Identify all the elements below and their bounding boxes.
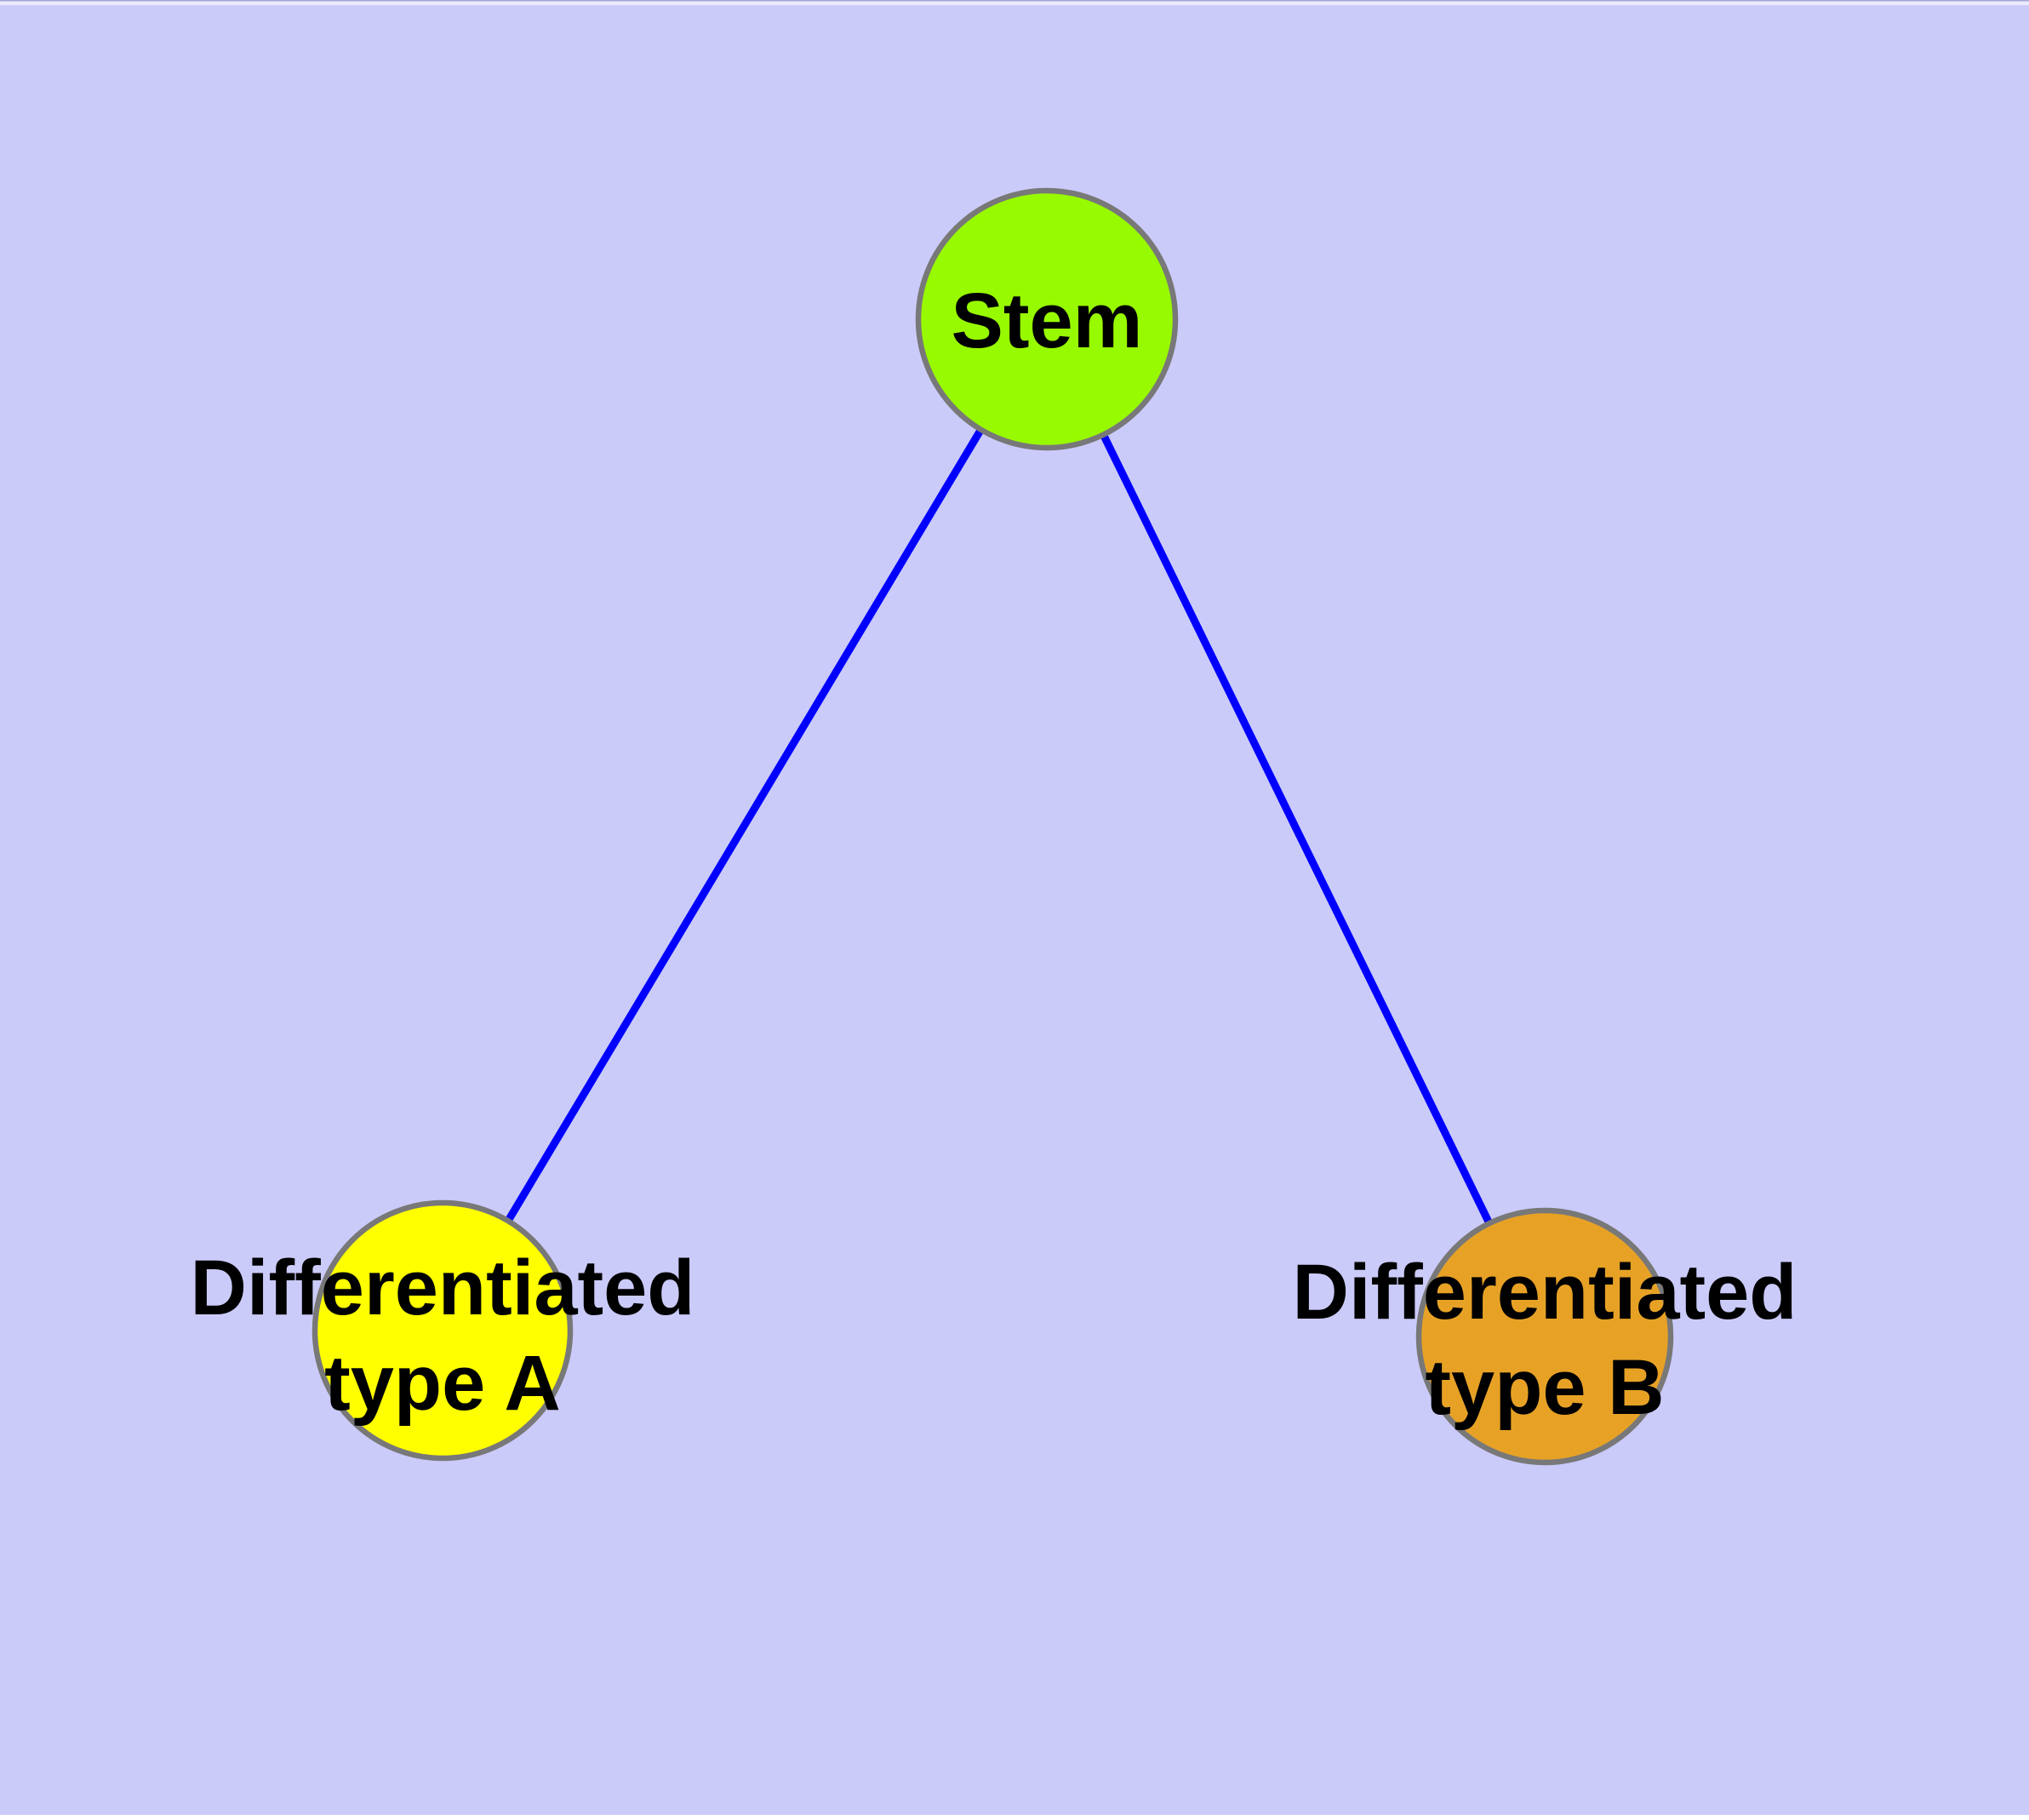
node-stem-label-line1: Stem [951, 278, 1143, 364]
node-type-b-circle[interactable] [1415, 1207, 1674, 1466]
node-type-a-circle[interactable] [311, 1199, 574, 1462]
node-stem-circle[interactable] [915, 187, 1179, 451]
node-type-a-label: Differentiated type A [191, 1240, 695, 1431]
node-type-b-label: Differentiated type B [1293, 1245, 1798, 1435]
edge-stem-to-type-b [1043, 318, 1549, 1338]
node-stem-label: Stem [952, 273, 1143, 369]
node-type-a-label-line2: type A [324, 1340, 561, 1427]
top-highlight-strip [0, 1, 2029, 5]
edge-stem-to-type-a [439, 317, 1050, 1333]
node-type-b-label-line2: type B [1425, 1344, 1665, 1431]
top-border-line [0, 0, 2029, 2]
bottom-page-edge [0, 1815, 2029, 1820]
node-type-b-label-line1: Differentiated [1292, 1249, 1798, 1336]
node-type-a-label-line1: Differentiated [190, 1245, 695, 1331]
